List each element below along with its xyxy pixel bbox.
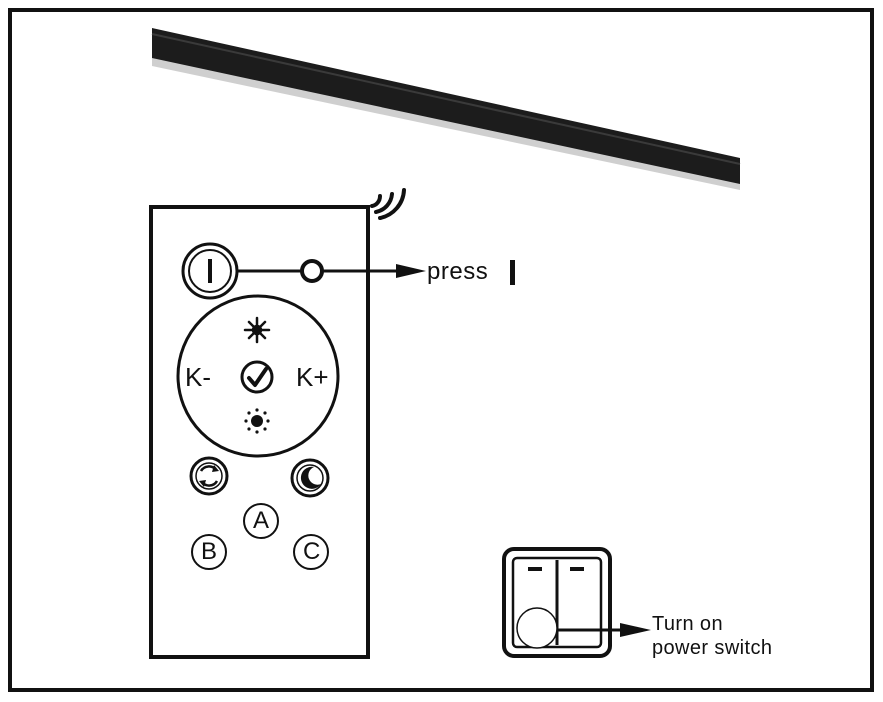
scene-c-button[interactable] [293,534,329,570]
brightness-down-icon[interactable] [244,408,270,434]
night-mode-icon [300,466,321,489]
confirm-check-icon[interactable] [240,360,274,394]
wireless-signal-icon [370,188,406,220]
k-minus-label[interactable]: K- [185,362,211,392]
cycle-icon [199,465,219,487]
press-pointer-arrow [237,259,426,283]
scene-b-button[interactable] [191,534,227,570]
linear-lamp [151,28,741,190]
brightness-up-icon[interactable] [243,316,271,344]
k-plus-label[interactable]: K+ [296,362,329,392]
remote-body [149,205,370,659]
switch-label-line1: Turn on [652,613,723,635]
cycle-button[interactable] [189,456,229,496]
night-mode-button[interactable] [290,458,330,498]
power-switch[interactable] [502,547,651,658]
scene-a-button[interactable] [243,503,279,539]
press-cursor-bar [510,260,515,285]
scene-b-label: B [201,538,218,565]
switch-label: Turn on power switch [652,612,772,660]
scene-a-label: A [253,507,270,534]
switch-label-line2: power switch [652,637,773,659]
outer-border [8,8,874,692]
scene-c-label: C [303,538,321,565]
power-button[interactable] [181,242,239,300]
press-label: press [427,258,489,285]
